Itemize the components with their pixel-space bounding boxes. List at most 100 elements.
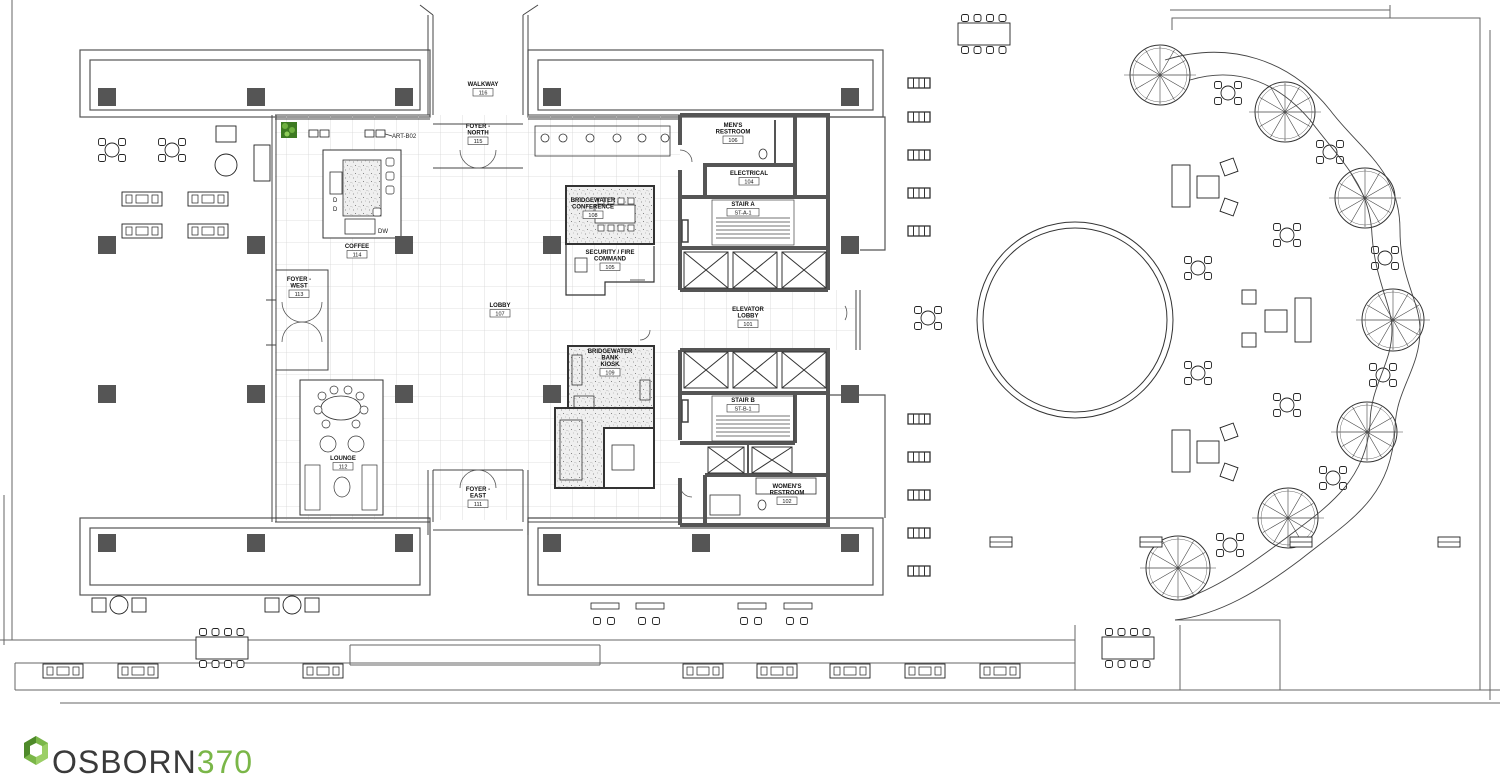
column (247, 534, 265, 552)
chair (236, 660, 245, 668)
plant-icon (281, 122, 297, 138)
building-core (678, 113, 830, 527)
round-table-set (158, 138, 186, 162)
bench-table-set (979, 663, 1021, 679)
bench (1437, 536, 1461, 548)
chair (1234, 97, 1242, 105)
stairs (681, 199, 795, 442)
terrace-path (1164, 51, 1421, 621)
chair (1336, 156, 1344, 164)
long-table-set (1101, 628, 1155, 668)
round-table-set (1319, 466, 1347, 490)
room-number-box (738, 177, 760, 186)
chair (1293, 239, 1301, 247)
room-number-box (346, 250, 368, 259)
room-number-box (582, 210, 604, 219)
chair (178, 138, 186, 146)
lounge-set (91, 595, 147, 615)
umbrella-tree (1331, 401, 1403, 463)
bench-table-set (829, 663, 871, 679)
chair (1234, 81, 1242, 89)
restroom-fixtures (534, 125, 817, 516)
chair (998, 14, 1007, 22)
room-name: KIOSK (600, 362, 620, 368)
room-label-electrical: ELECTRICAL 104 (730, 171, 768, 185)
room-name: ELECTRICAL (730, 171, 768, 177)
room-number-box (599, 262, 621, 271)
room-number: ST-B-1 (734, 406, 751, 412)
column (247, 88, 265, 106)
round-table-set (98, 138, 126, 162)
bar-counter (737, 602, 767, 610)
column (543, 88, 561, 106)
column (247, 236, 265, 254)
chair (1319, 482, 1327, 490)
sofa (253, 144, 271, 182)
column (395, 236, 413, 254)
room-name: EAST (470, 494, 486, 500)
door-swings (281, 149, 848, 498)
lounge-cluster (1171, 422, 1239, 482)
round-table (1190, 365, 1206, 381)
room-number: 113 (295, 292, 304, 298)
long-table-set (957, 14, 1011, 54)
chair (1204, 377, 1212, 385)
chair (1184, 272, 1192, 280)
chair (914, 306, 922, 314)
room-number-box (599, 368, 621, 377)
chair (211, 628, 220, 636)
chair (1339, 466, 1347, 474)
chair (1316, 156, 1324, 164)
stool (308, 129, 319, 138)
round-table (1325, 470, 1341, 486)
column (692, 534, 710, 552)
column (543, 385, 561, 403)
round-table-set (914, 306, 942, 330)
room-number-box (489, 309, 511, 318)
room-number: 102 (782, 499, 791, 505)
coffee-bar: DD DW (322, 149, 402, 239)
round-table-set (1214, 81, 1242, 105)
room-number: 116 (479, 90, 488, 96)
chair (158, 154, 166, 162)
room-number-box (467, 499, 489, 508)
chair (1389, 363, 1397, 371)
room-number: 105 (605, 265, 614, 271)
side-table (214, 153, 238, 177)
chair (178, 154, 186, 162)
room-name: WALKWAY (468, 82, 499, 88)
chair (1130, 628, 1138, 636)
room-number: ST-A-1 (734, 210, 751, 216)
bar-counter (635, 602, 665, 610)
chair (224, 628, 232, 636)
room-name: LOBBY (738, 314, 759, 320)
long-table-set (195, 628, 249, 668)
bench (989, 536, 1013, 548)
room-name: LOUNGE (330, 456, 356, 462)
bench-table-set (756, 663, 798, 679)
chair (934, 322, 942, 330)
dishwasher-tag: DW (378, 229, 388, 235)
umbrella-tree (1124, 44, 1196, 106)
round-table (920, 310, 936, 326)
lounge (299, 379, 384, 516)
room-number: 104 (744, 179, 753, 185)
bench-table-set (121, 223, 163, 239)
round-table-set (1371, 246, 1399, 270)
chair (1319, 466, 1327, 474)
chair (1293, 393, 1301, 401)
chair (199, 628, 207, 636)
chair (1184, 377, 1192, 385)
bench (1289, 536, 1313, 548)
bench-table-set (187, 191, 229, 207)
art-tag: ART-B02 (392, 134, 417, 140)
room-name: CONFERENCE (572, 205, 614, 211)
stool (319, 129, 330, 138)
room-number-box (288, 289, 310, 298)
chair (1236, 533, 1244, 541)
